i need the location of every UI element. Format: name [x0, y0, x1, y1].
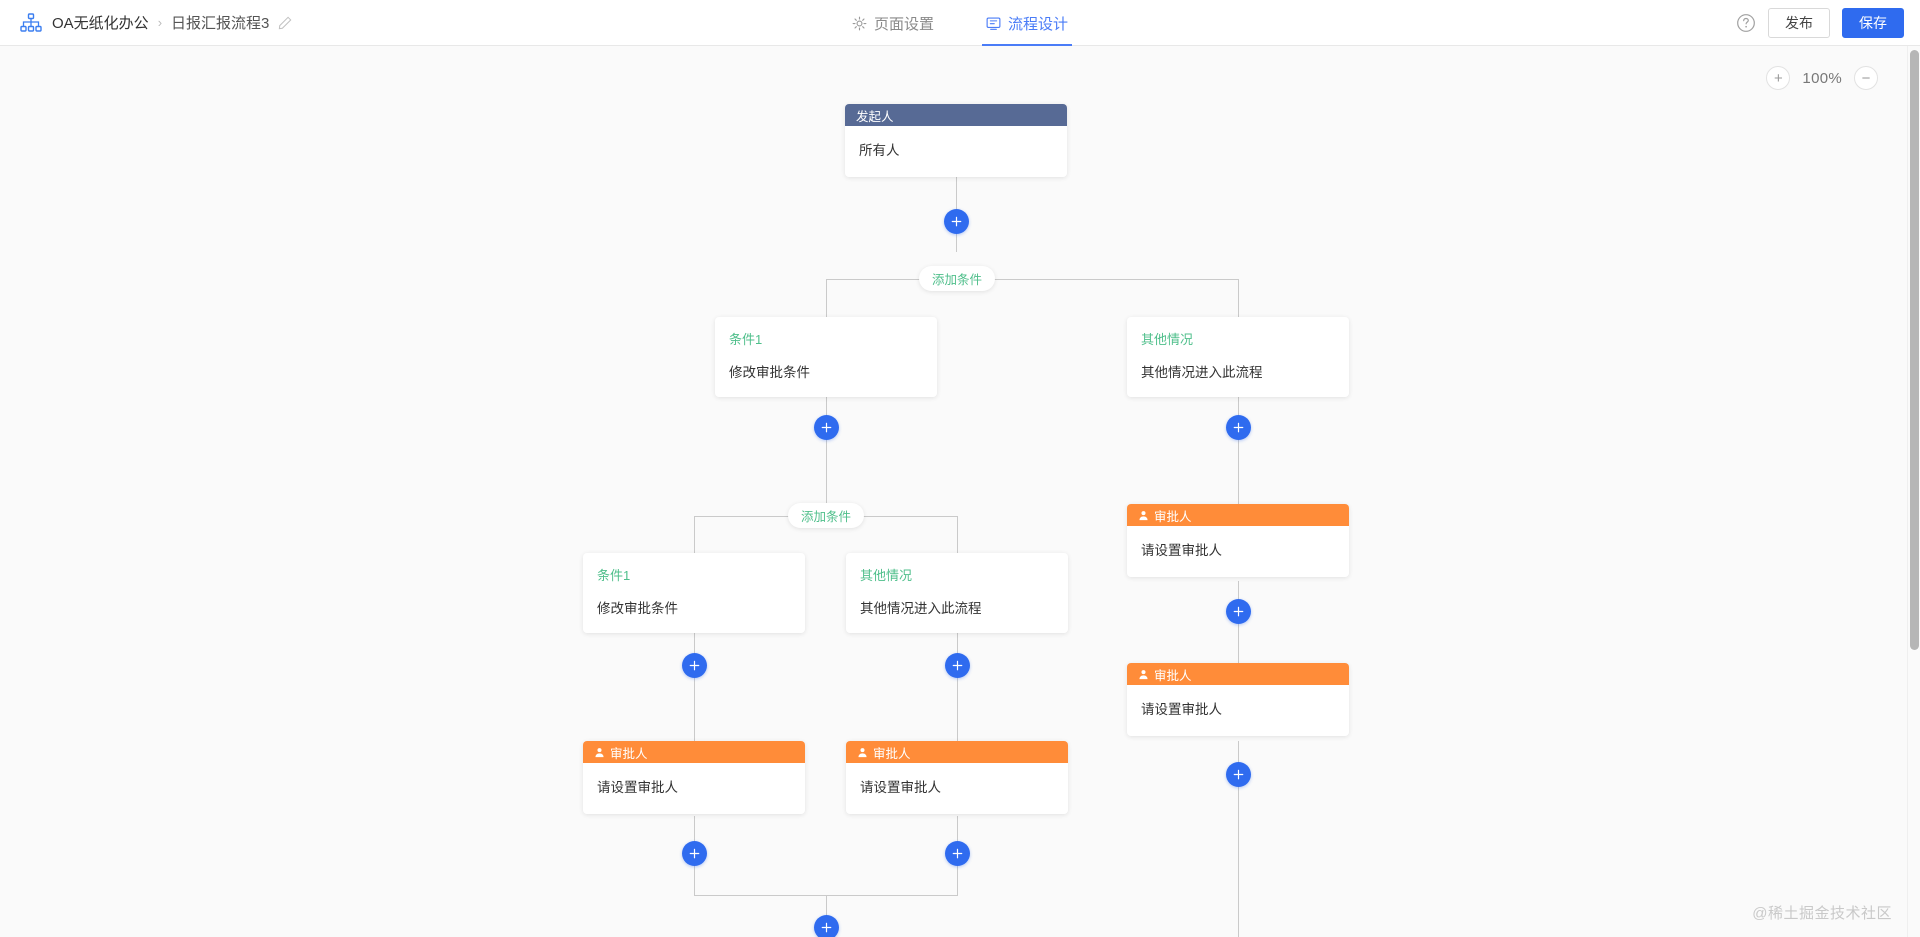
breadcrumb-separator: ›: [157, 15, 163, 30]
condition-card-l2-0[interactable]: 条件1 修改审批条件: [583, 553, 805, 633]
add-node-button[interactable]: [1226, 762, 1251, 787]
connector-line: [1238, 279, 1239, 317]
connector-line: [694, 516, 695, 554]
connector-line: [1238, 581, 1239, 701]
zoom-control: + 100% −: [1766, 66, 1878, 90]
condition-desc: 修改审批条件: [597, 601, 678, 616]
plus-icon: [689, 848, 700, 859]
approver-node-r-1[interactable]: 审批人 请设置审批人: [1127, 663, 1349, 736]
approver-node-l2-0[interactable]: 审批人 请设置审批人: [583, 741, 805, 814]
tab-page-settings[interactable]: 页面设置: [850, 0, 936, 46]
approver-node-header-label: 审批人: [1154, 668, 1192, 683]
connector-line: [826, 389, 827, 514]
approver-node-body[interactable]: 请设置审批人: [1141, 702, 1222, 717]
connector-line: [957, 616, 958, 751]
condition-desc: 其他情况进入此流程: [860, 601, 982, 616]
connector-line: [1238, 389, 1239, 506]
add-node-button[interactable]: [945, 653, 970, 678]
add-node-button[interactable]: [1226, 415, 1251, 440]
condition-card-l1-0[interactable]: 条件1 修改审批条件: [715, 317, 937, 397]
condition-title: 条件1: [729, 332, 763, 347]
start-node-header: 发起人: [845, 104, 1067, 126]
condition-title: 条件1: [597, 568, 631, 583]
save-button[interactable]: 保存: [1842, 8, 1904, 38]
connector-line: [694, 616, 695, 751]
brand-breadcrumb-group: OA无纸化办公 › 日报汇报流程3: [0, 12, 292, 33]
connector-line: [1238, 791, 1239, 937]
approver-node-header: 审批人: [1127, 504, 1349, 526]
condition-desc: 其他情况进入此流程: [1141, 365, 1263, 380]
plus-icon: [821, 922, 832, 933]
flow-icon: [986, 16, 1001, 31]
zoom-in-button[interactable]: +: [1766, 66, 1791, 90]
breadcrumb-root[interactable]: OA无纸化办公: [52, 15, 149, 32]
plus-icon: [1233, 422, 1244, 433]
gear-icon: [852, 16, 867, 31]
approver-node-header: 审批人: [583, 741, 805, 763]
person-icon: [857, 747, 868, 758]
approver-node-header: 审批人: [1127, 663, 1349, 685]
tab-flow-design[interactable]: 流程设计: [981, 0, 1073, 46]
person-icon: [594, 747, 605, 758]
add-condition-button-level1[interactable]: 添加条件: [919, 266, 996, 291]
zoom-out-button[interactable]: −: [1854, 66, 1878, 90]
approver-node-header: 审批人: [846, 741, 1068, 763]
tab-flow-design-label: 流程设计: [1008, 15, 1069, 33]
flow-diagram: 发起人 所有人 添加条件 条件1 修改审批条件 其他情况 其他情况进入此流程 添…: [0, 46, 1920, 937]
top-bar: OA无纸化办公 › 日报汇报流程3 页面设置: [0, 0, 1920, 46]
add-node-button[interactable]: [682, 841, 707, 866]
condition-card-l2-1[interactable]: 其他情况 其他情况进入此流程: [846, 553, 1068, 633]
plus-icon: [952, 660, 963, 671]
publish-button[interactable]: 发布: [1768, 8, 1830, 38]
approver-node-r-0[interactable]: 审批人 请设置审批人: [1127, 504, 1349, 577]
plus-icon: [952, 848, 963, 859]
approver-node-body[interactable]: 请设置审批人: [860, 780, 941, 795]
plus-icon: [821, 422, 832, 433]
plus-icon: [1233, 769, 1244, 780]
sitemap-icon: [20, 12, 42, 33]
approver-node-body[interactable]: 请设置审批人: [1141, 543, 1222, 558]
watermark: @稀土掘金技术社区: [1752, 905, 1892, 922]
start-node-body[interactable]: 所有人: [859, 143, 900, 158]
connector-line: [826, 279, 827, 317]
add-node-button[interactable]: [682, 653, 707, 678]
zoom-level-value: 100%: [1802, 69, 1842, 87]
plus-icon: [951, 216, 962, 227]
add-node-button[interactable]: [944, 209, 969, 234]
plus-icon: [1233, 606, 1244, 617]
add-node-button[interactable]: [945, 841, 970, 866]
approver-node-body[interactable]: 请设置审批人: [597, 780, 678, 795]
vertical-scrollbar[interactable]: [1907, 46, 1920, 937]
add-node-button[interactable]: [814, 415, 839, 440]
connector-line: [826, 279, 1238, 280]
add-condition-button-level2[interactable]: 添加条件: [788, 503, 865, 528]
person-icon: [1138, 510, 1149, 521]
person-icon: [1138, 669, 1149, 680]
approver-node-header-label: 审批人: [873, 746, 911, 761]
add-node-button[interactable]: [1226, 599, 1251, 624]
condition-title: 其他情况: [860, 568, 913, 583]
approver-node-header-label: 审批人: [610, 746, 648, 761]
connector-line: [956, 142, 957, 252]
breadcrumb-leaf[interactable]: 日报汇报流程3: [171, 15, 270, 32]
question-circle-icon[interactable]: [1736, 13, 1756, 33]
approver-node-l2-1[interactable]: 审批人 请设置审批人: [846, 741, 1068, 814]
breadcrumb: OA无纸化办公 › 日报汇报流程3: [52, 12, 292, 33]
condition-desc: 修改审批条件: [729, 365, 810, 380]
condition-card-l1-1[interactable]: 其他情况 其他情况进入此流程: [1127, 317, 1349, 397]
header-actions: 发布 保存: [1736, 0, 1904, 46]
tab-page-settings-label: 页面设置: [873, 15, 934, 33]
plus-icon: [689, 660, 700, 671]
flow-canvas[interactable]: + 100% − 发起人: [0, 46, 1920, 937]
start-node[interactable]: 发起人 所有人: [845, 104, 1067, 177]
header-tabs: 页面设置 流程设计: [0, 0, 1920, 46]
add-node-button[interactable]: [814, 915, 839, 937]
vertical-scrollbar-thumb[interactable]: [1910, 50, 1919, 650]
connector-line: [957, 516, 958, 554]
start-node-header-label: 发起人: [856, 109, 894, 124]
approver-node-header-label: 审批人: [1154, 509, 1192, 524]
condition-title: 其他情况: [1141, 332, 1194, 347]
pencil-icon[interactable]: [278, 16, 292, 30]
